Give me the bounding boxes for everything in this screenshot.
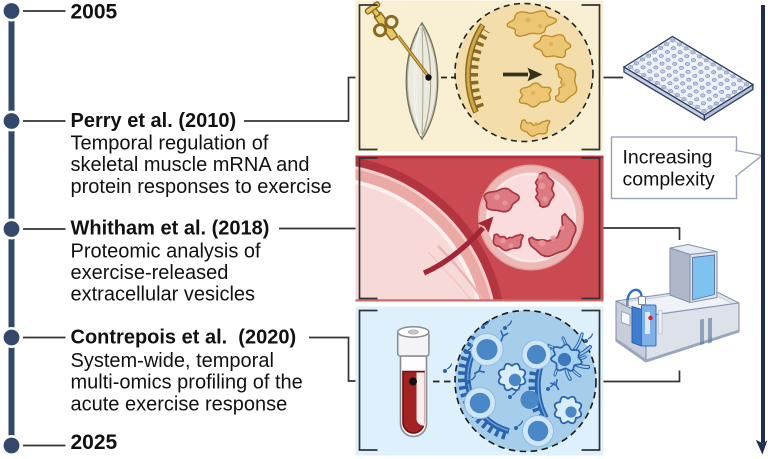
svg-text:2005: 2005 (71, 1, 118, 24)
svg-text:exercise-released: exercise-released (71, 262, 229, 284)
svg-text:2025: 2025 (71, 431, 118, 454)
svg-text:Perry et al. (2010): Perry et al. (2010) (71, 110, 237, 132)
svg-text:extracellular vesicles: extracellular vesicles (71, 284, 256, 306)
svg-text:Proteomic analysis of: Proteomic analysis of (71, 241, 262, 263)
svg-text:acute exercise response: acute exercise response (71, 394, 288, 416)
svg-text:Increasing: Increasing (623, 147, 713, 169)
svg-text:Whitham et al. (2018): Whitham et al. (2018) (71, 218, 270, 240)
svg-text:Temporal regulation of: Temporal regulation of (71, 133, 269, 155)
svg-text:System-wide, temporal: System-wide, temporal (71, 350, 274, 372)
svg-text:skeletal muscle mRNA and: skeletal muscle mRNA and (71, 154, 310, 176)
svg-text:multi-omics profiling of the: multi-omics profiling of the (71, 372, 303, 394)
svg-text:protein responses to exercise: protein responses to exercise (71, 176, 332, 198)
svg-text:complexity: complexity (623, 169, 715, 191)
svg-text:Contrepois et al. (2020): Contrepois et al. (2020) (71, 327, 297, 349)
